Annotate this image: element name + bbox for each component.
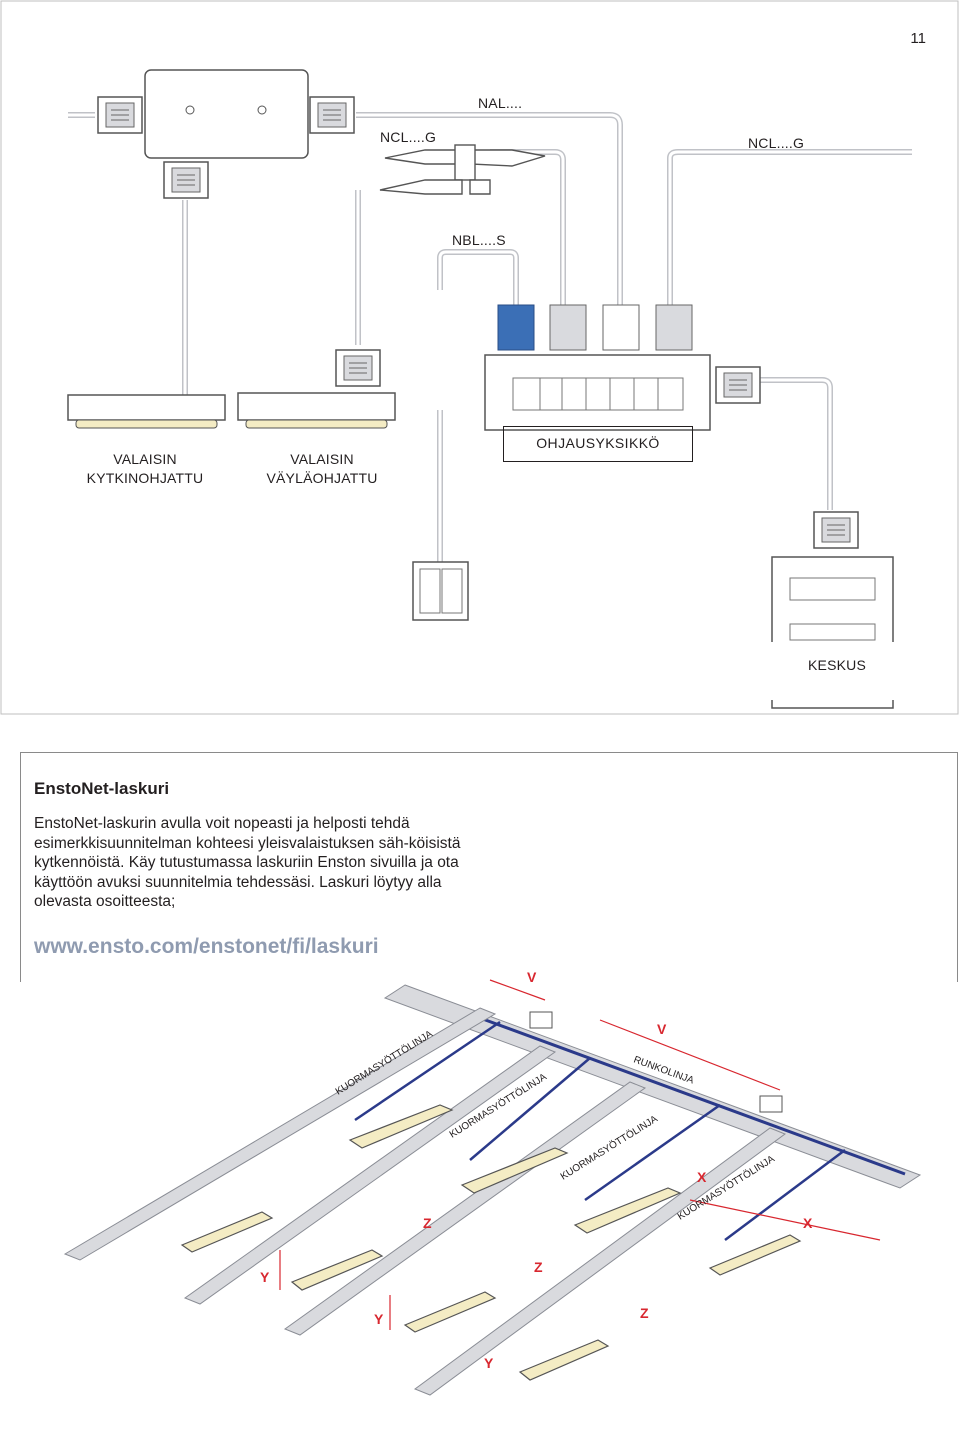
- dim-z-1: Z: [423, 1215, 432, 1231]
- dim-x-1: X: [697, 1169, 707, 1185]
- lamp1-line2: KYTKINOHJATTU: [86, 470, 204, 486]
- distribution-board-label: KESKUS: [808, 657, 866, 673]
- wiring-diagram: [0, 0, 959, 715]
- dim-v-2: V: [657, 1021, 667, 1037]
- nal-label: NAL....: [478, 95, 523, 111]
- dim-y-1: Y: [260, 1269, 270, 1285]
- isometric-installation-diagram: RUNKOLINJA KUORMASYÖTTÖLINJA KUORMASYÖTT…: [63, 969, 922, 1396]
- ncl-left-label: NCL....G: [380, 129, 437, 145]
- dim-y-3: Y: [484, 1355, 494, 1371]
- lamp-switch-controlled-label: VALAISIN KYTKINOHJATTU: [80, 450, 210, 488]
- lamp-bus-controlled-label: VALAISIN VÄYLÄOHJATTU: [252, 450, 392, 488]
- page-number: 11: [910, 30, 926, 47]
- lamp1-line1: VALAISIN: [113, 451, 177, 467]
- lamp2-line2: VÄYLÄOHJATTU: [266, 470, 378, 486]
- lamp2-line1: VALAISIN: [290, 451, 354, 467]
- info-body: EnstoNet-laskurin avulla voit nopeasti j…: [34, 815, 461, 910]
- ncl-right-label: NCL....G: [748, 135, 805, 151]
- dim-z-3: Z: [640, 1305, 649, 1321]
- dim-z-2: Z: [534, 1259, 543, 1275]
- nbl-label: NBL....S: [452, 232, 506, 248]
- dim-y-2: Y: [374, 1311, 384, 1327]
- dim-v-1: V: [527, 969, 537, 985]
- feed-line-label-1: KUORMASYÖTTÖLINJA: [333, 1028, 435, 1098]
- calculator-link[interactable]: www.ensto.com/enstonet/fi/laskuri: [34, 935, 379, 958]
- info-title: EnstoNet-laskuri: [34, 779, 170, 798]
- info-box: [20, 752, 958, 982]
- dim-x-2: X: [803, 1215, 813, 1231]
- trunk-line: [383, 984, 922, 1189]
- control-unit-label: OHJAUSYKSIKKÖ: [503, 426, 693, 462]
